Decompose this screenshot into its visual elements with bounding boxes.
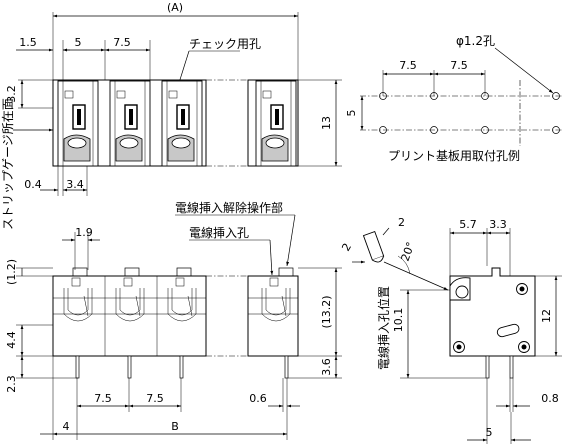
insert-hole-label: 電線挿入孔 [189, 225, 249, 240]
release-label: 電線挿入解除操作部 [175, 200, 283, 215]
dim-7-5a: 7.5 [94, 392, 112, 405]
top-pole-2 [109, 80, 151, 167]
dim-12: 12 [540, 309, 553, 323]
dim-4-4: 4.4 [5, 331, 18, 349]
release-tab [278, 267, 294, 277]
pitch-1: 7.5 [399, 59, 417, 72]
angle-20: 20° [399, 240, 418, 263]
pcb-hole [430, 126, 438, 134]
dim-2a: 2 [398, 216, 405, 229]
hole-dia-label: φ1.2孔 [456, 34, 495, 48]
side-view: 5.7 3.3 2 2 20° 10.1 電線挿入孔位置 [339, 216, 562, 444]
pcb-hole [379, 126, 387, 134]
pitch-2: 7.5 [450, 59, 468, 72]
pin [179, 355, 184, 379]
dim-5-pin: 5 [486, 426, 493, 439]
insert-position-label: 電線挿入孔位置 [376, 286, 391, 370]
dim-0-6: 0.6 [249, 392, 267, 405]
release-tab [176, 267, 192, 277]
dim-a: (A) [167, 1, 183, 14]
probe-tip [372, 255, 385, 263]
pin [75, 355, 80, 379]
pcb-hole [481, 92, 489, 100]
release-tab [72, 267, 88, 277]
top-pole-n [255, 80, 297, 167]
dim-5-7: 5.7 [459, 218, 477, 231]
side-pin [485, 355, 490, 379]
dim-2b: 2 [339, 241, 354, 254]
insert-hole-circle [455, 285, 469, 299]
dim-line [382, 227, 390, 236]
dim-3-2: 3.2 [5, 85, 18, 103]
angle-arc [397, 255, 411, 275]
insert-direction [383, 261, 449, 291]
front-body-left [52, 275, 207, 357]
leader-line [286, 214, 296, 267]
dim-4: 4 [63, 420, 70, 433]
probe-body [362, 230, 385, 261]
dim-13-2: (13.2) [320, 295, 333, 328]
dim-3-6: 3.6 [320, 358, 333, 376]
leader-line [269, 239, 274, 276]
dim-3-3: 3.3 [489, 218, 507, 231]
side-hole-center [456, 344, 462, 350]
front-view: 電線挿入解除操作部 電線挿入孔 1.9 [5, 200, 342, 440]
pcb-hole [552, 126, 560, 134]
release-tab [124, 267, 140, 277]
side-pin [509, 355, 514, 379]
top-pole-1 [57, 80, 99, 167]
pcb-hole [481, 126, 489, 134]
dim-5: 5 [75, 36, 82, 49]
leader-line [494, 47, 554, 94]
dim-7-5: 7.5 [113, 36, 131, 49]
row-pitch: 5 [345, 110, 358, 117]
dim-1-9: 1.9 [75, 226, 93, 239]
side-hole-center [519, 286, 525, 292]
top-view: (A) 1.5 5 7.5 チェック用孔 3.2 13 [1, 1, 342, 230]
side-slot [496, 323, 520, 338]
pcb-hole [430, 92, 438, 100]
check-hole-label: チェック用孔 [189, 37, 261, 51]
front-body-right [247, 275, 299, 357]
pin [284, 355, 289, 379]
dim-0-4: 0.4 [24, 178, 42, 191]
pin [127, 355, 132, 379]
dim-0-8: 0.8 [541, 392, 559, 405]
top-pole-3 [161, 80, 203, 167]
pcb-caption: プリント基板用取付孔例 [388, 149, 520, 163]
pcb-hole [552, 92, 560, 100]
side-hole-center [521, 344, 527, 350]
strip-gauge-label: ストリップゲージ所在面 [1, 98, 15, 230]
dim-3-4: 3.4 [66, 178, 84, 191]
wire-probe [362, 230, 385, 263]
pcb-hole [379, 92, 387, 100]
dim-13: 13 [320, 116, 333, 130]
dim-1-5: 1.5 [19, 36, 37, 49]
dim-2-3: 2.3 [5, 375, 18, 393]
dim-7-5b: 7.5 [146, 392, 164, 405]
dim-10-1: 10.1 [392, 308, 405, 333]
pcb-hole-layout: φ1.2孔 7.5 7.5 5 プリント基板用取付孔例 [345, 34, 563, 163]
dim-b: B [171, 420, 179, 433]
dim-1-2: (1.2) [5, 259, 18, 285]
